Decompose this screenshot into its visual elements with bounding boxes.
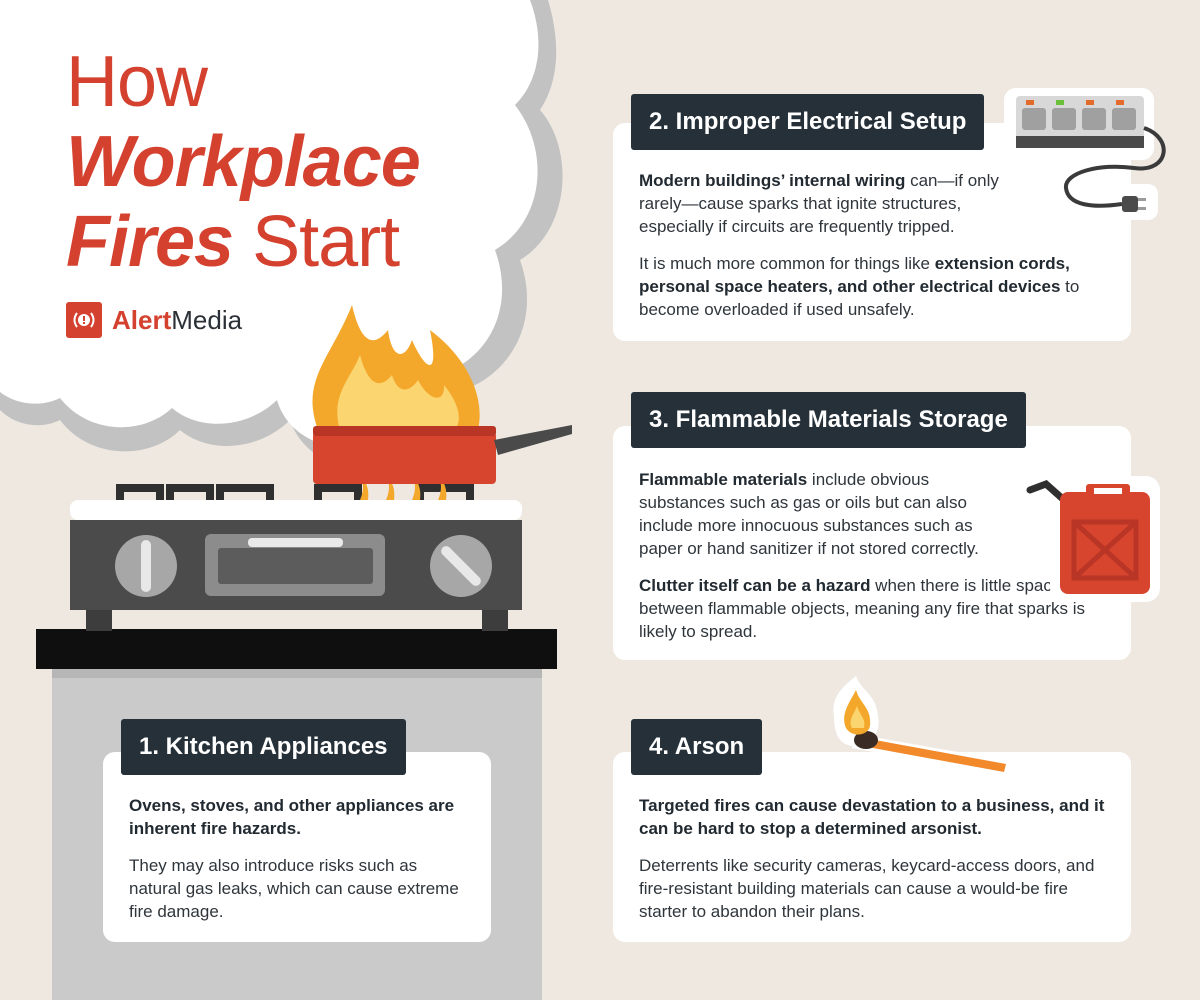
title-line-fires-start: Fires Start	[66, 202, 400, 282]
flammable-storage-detail: Clutter itself can be a hazard when ther…	[639, 576, 1086, 641]
kitchen-appliances-detail: They may also introduce risks such as na…	[129, 856, 459, 921]
electrical-setup-label: 2. Improper Electrical Setup	[631, 94, 985, 150]
arson-lead: Targeted fires can cause devastation to …	[639, 796, 1105, 838]
title-line-how: How	[66, 42, 208, 122]
gas-can-icon	[1024, 476, 1160, 602]
power-strip-icon	[1004, 88, 1166, 220]
arson-label: 4. Arson	[631, 719, 763, 775]
alertmedia-logo: AlertMedia	[66, 302, 242, 338]
kitchen-appliances-lead: Ovens, stoves, and other appliances are …	[129, 796, 455, 838]
title-line-workplace: Workplace	[66, 122, 421, 202]
electrical-setup-lead: Modern buildings’ internal wiring can—if…	[639, 171, 999, 236]
lit-match-icon	[833, 676, 1014, 776]
logo-wordmark: AlertMedia	[112, 304, 243, 335]
flammable-storage-label: 3. Flammable Materials Storage	[631, 392, 1026, 448]
arson-card: Targeted fires can cause devastation to …	[613, 752, 1131, 942]
arson-detail: Deterrents like security cameras, keycar…	[639, 856, 1095, 921]
kitchen-appliances-label: 1. Kitchen Appliances	[121, 719, 406, 775]
alert-broadcast-icon	[66, 302, 102, 338]
flammable-storage-card: Flammable materials include obvious subs…	[613, 426, 1131, 660]
stove-illustration	[0, 0, 572, 1000]
flammable-storage-lead: Flammable materials include obvious subs…	[639, 470, 979, 558]
kitchen-appliances-card: Ovens, stoves, and other appliances are …	[103, 752, 491, 942]
electrical-setup-detail: It is much more common for things like e…	[639, 254, 1080, 319]
